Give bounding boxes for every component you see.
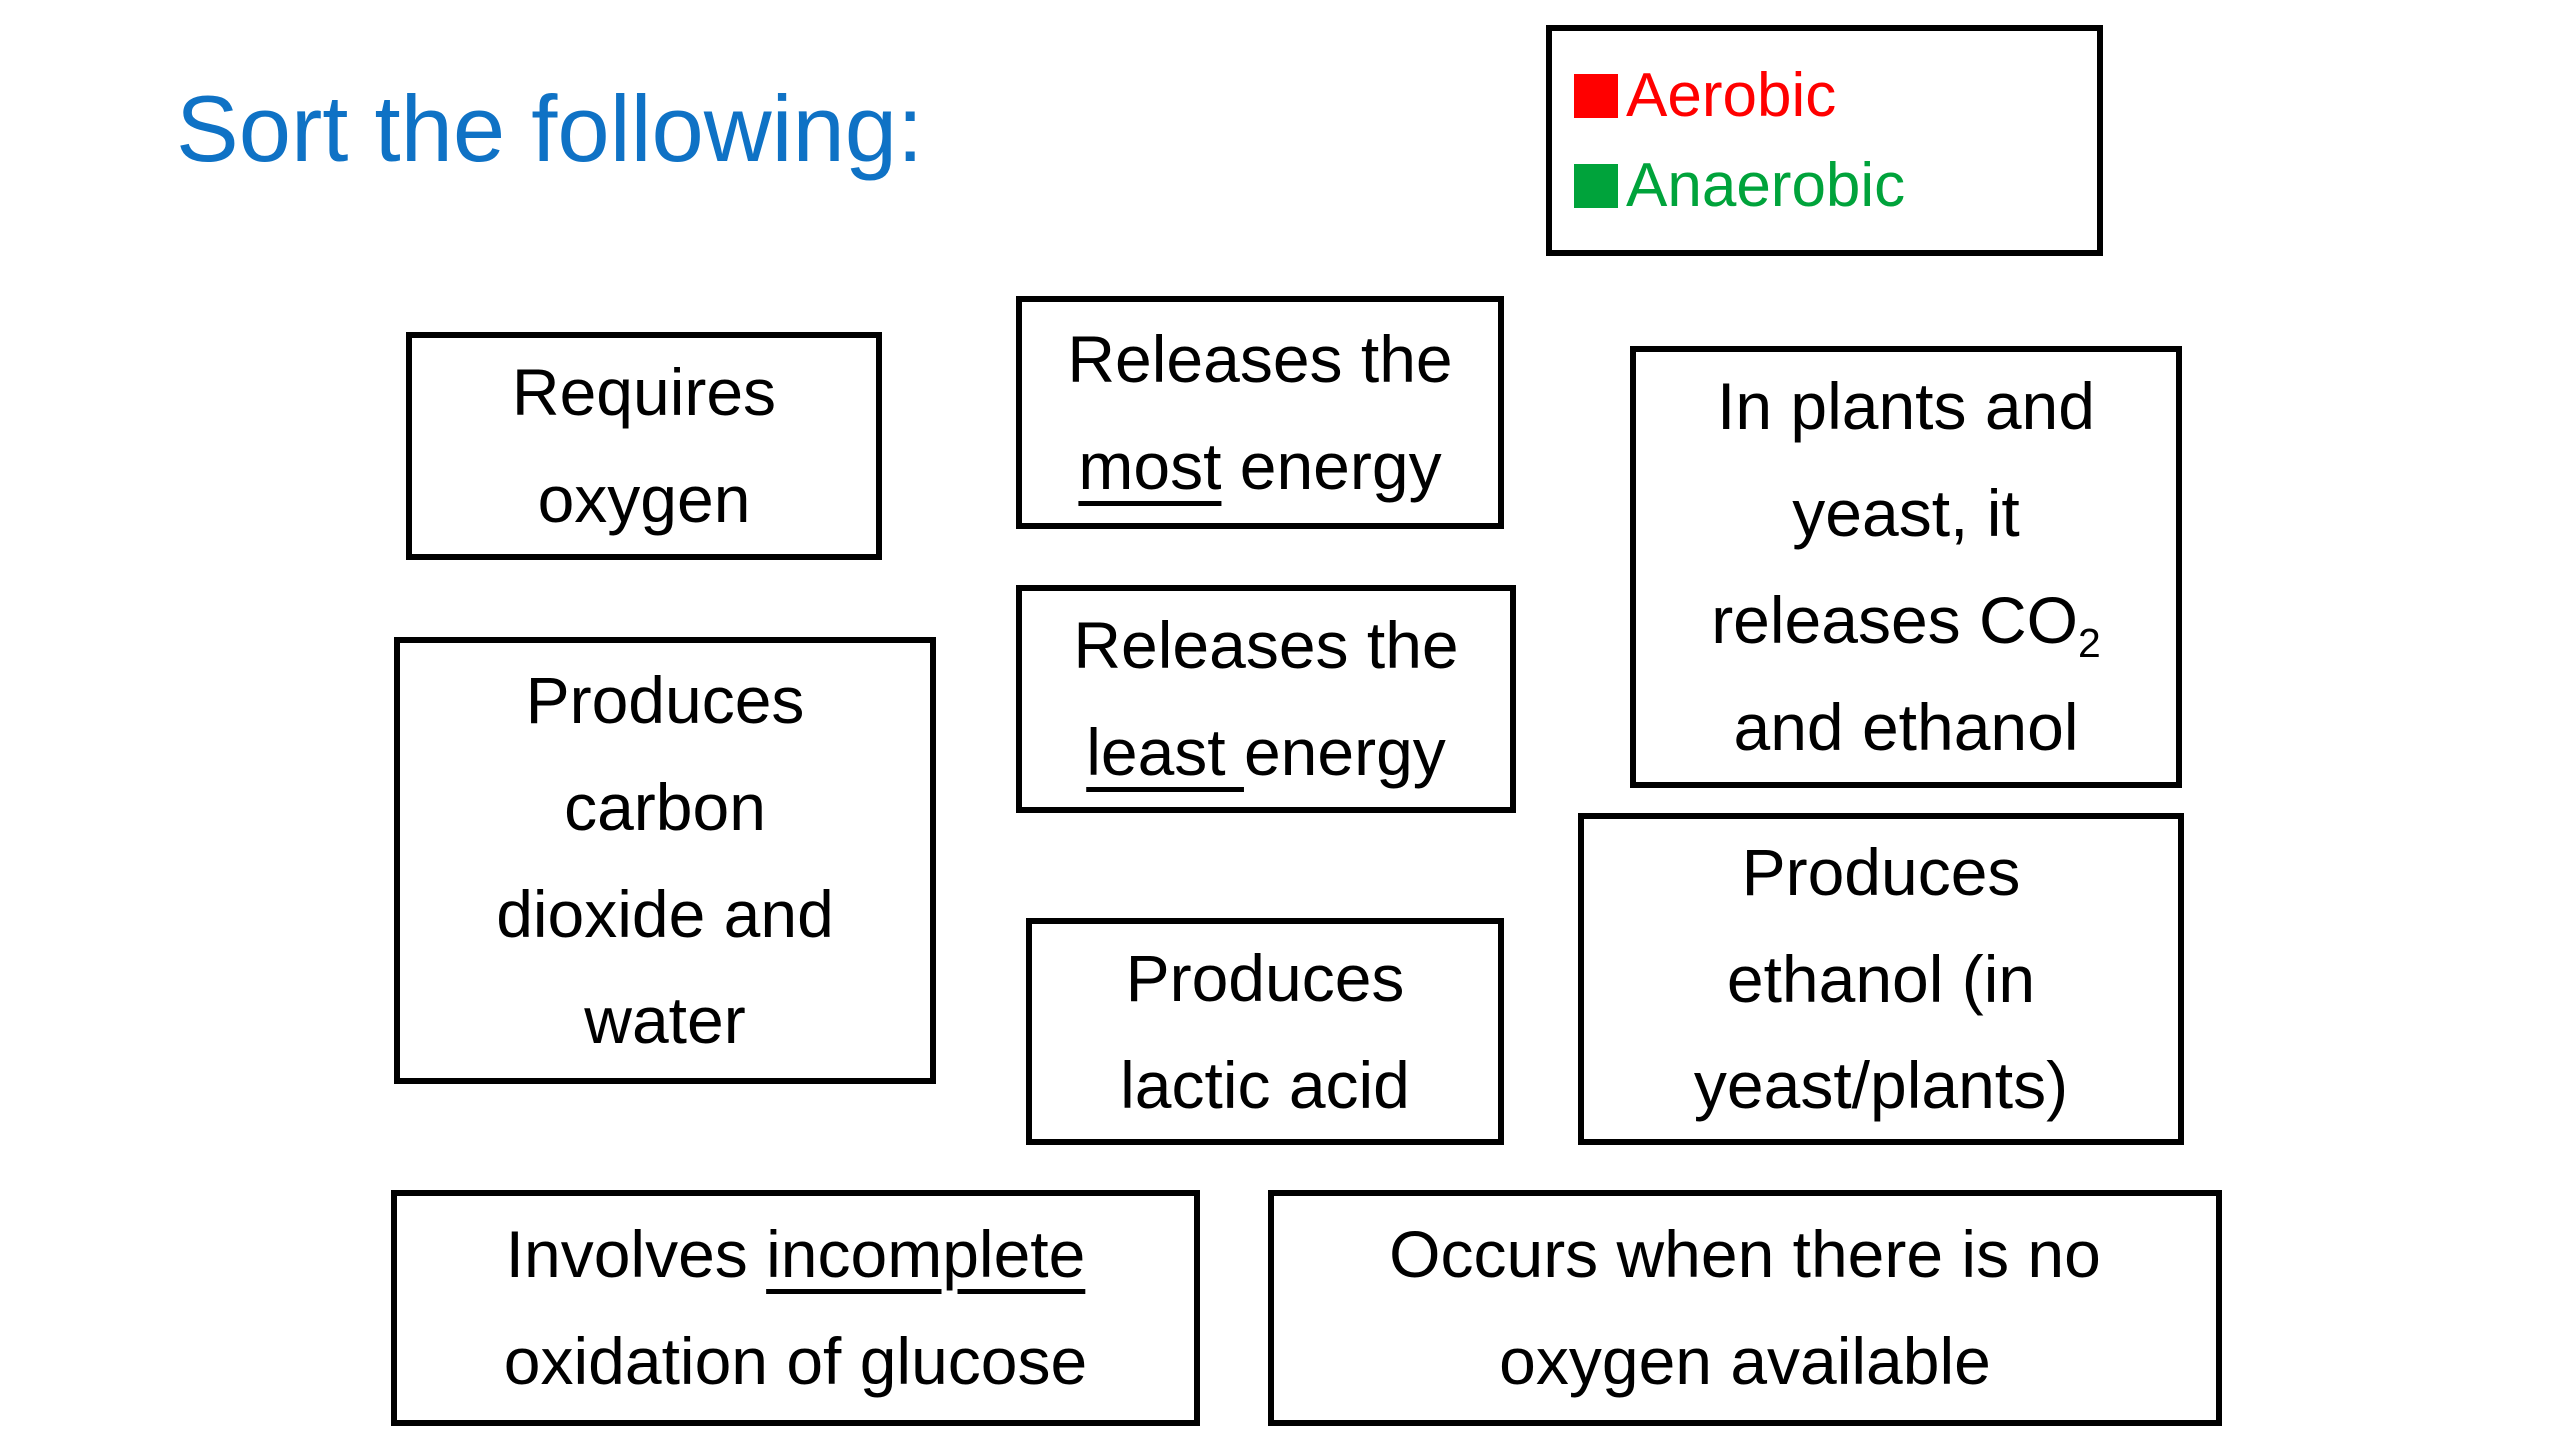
legend-label-aerobic: Aerobic <box>1626 60 1837 130</box>
aerobic-swatch-icon <box>1574 73 1618 118</box>
legend-item-anaerobic: Anaerobic <box>1574 150 2097 220</box>
legend-label-anaerobic: Anaerobic <box>1626 150 1906 220</box>
anaerobic-swatch-icon <box>1574 163 1618 208</box>
legend-item-aerobic: Aerobic <box>1574 60 2097 130</box>
legend-box: Aerobic Anaerobic <box>1546 25 2103 256</box>
slide-title: Sort the following: <box>176 76 924 181</box>
